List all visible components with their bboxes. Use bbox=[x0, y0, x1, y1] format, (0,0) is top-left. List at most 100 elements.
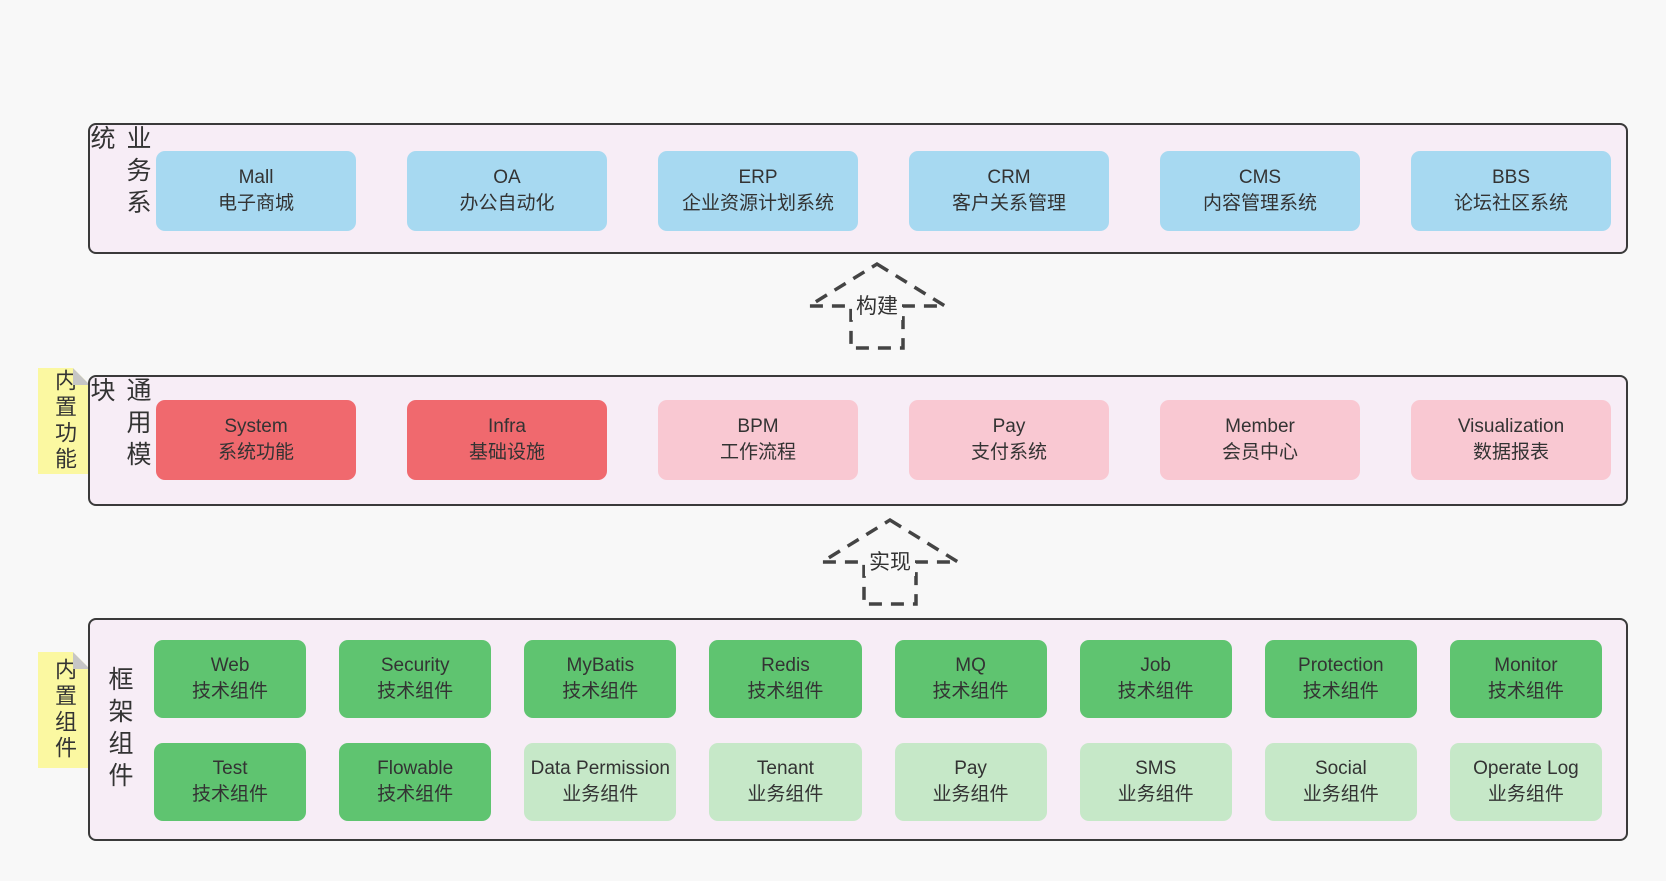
box-title: Security bbox=[380, 654, 450, 676]
box-subtitle: 业务组件 bbox=[1117, 784, 1194, 805]
box-title: Mall bbox=[238, 166, 274, 188]
box-title: Infra bbox=[487, 415, 527, 437]
band-label-common-modules: 通用模块 bbox=[87, 377, 151, 504]
box-subtitle: 业务组件 bbox=[1302, 784, 1379, 805]
box-cms: CMS 内容管理系统 bbox=[1160, 151, 1360, 231]
box-monitor: Monitor 技术组件 bbox=[1449, 640, 1602, 718]
box-title: Protection bbox=[1298, 654, 1384, 676]
box-subtitle: 支付系统 bbox=[970, 442, 1047, 463]
box-title: Pay bbox=[992, 415, 1026, 437]
box-system: System 系统功能 bbox=[156, 400, 356, 480]
box-title: MQ bbox=[955, 654, 986, 676]
box-subtitle: 工作流程 bbox=[719, 442, 796, 463]
box-redis: Redis 技术组件 bbox=[709, 640, 862, 718]
box-subtitle: 技术组件 bbox=[377, 681, 454, 702]
box-title: Tenant bbox=[756, 757, 814, 779]
box-bpm: BPM 工作流程 bbox=[658, 400, 858, 480]
box-title: Social bbox=[1314, 757, 1367, 779]
box-subtitle: 办公自动化 bbox=[459, 193, 555, 214]
box-mall: Mall 电子商城 bbox=[156, 151, 356, 231]
box-subtitle: 业务组件 bbox=[1487, 784, 1564, 805]
box-subtitle: 技术组件 bbox=[562, 681, 639, 702]
box-title: Pay bbox=[954, 757, 987, 779]
box-title: Data Permission bbox=[530, 757, 670, 779]
band-label-text: 业务系统 bbox=[87, 125, 151, 221]
box-tenant: Tenant 业务组件 bbox=[709, 743, 862, 821]
box-subtitle: 论坛社区系统 bbox=[1453, 193, 1568, 214]
box-operate-log: Operate Log 业务组件 bbox=[1449, 743, 1602, 821]
box-pay-system: Pay 支付系统 bbox=[909, 400, 1109, 480]
box-title: Web bbox=[210, 654, 250, 676]
box-title: BBS bbox=[1491, 166, 1531, 188]
band-label-text: 通用模块 bbox=[87, 377, 151, 473]
framework-components-grid: Web 技术组件 Security 技术组件 MyBatis 技术组件 Redi… bbox=[154, 640, 1602, 821]
box-member: Member 会员中心 bbox=[1160, 400, 1360, 480]
box-title: Flowable bbox=[377, 757, 454, 779]
box-subtitle: 内容管理系统 bbox=[1202, 193, 1317, 214]
box-bbs: BBS 论坛社区系统 bbox=[1411, 151, 1611, 231]
box-title: MyBatis bbox=[566, 654, 635, 676]
box-title: Monitor bbox=[1494, 654, 1558, 676]
box-flowable: Flowable 技术组件 bbox=[339, 743, 492, 821]
band-label-text: 框架组件 bbox=[105, 665, 133, 794]
box-web: Web 技术组件 bbox=[154, 640, 307, 718]
sticky-note-built-in-components: 内置组件 bbox=[38, 652, 90, 768]
arrow-implement-label: 实现 bbox=[865, 546, 915, 576]
box-title: ERP bbox=[738, 166, 778, 188]
box-pay-component: Pay 业务组件 bbox=[894, 743, 1047, 821]
box-sms: SMS 业务组件 bbox=[1079, 743, 1232, 821]
box-data-permission: Data Permission 业务组件 bbox=[524, 743, 677, 821]
box-protection: Protection 技术组件 bbox=[1264, 640, 1417, 718]
arrow-build: 构建 bbox=[805, 260, 949, 352]
band-common-modules: 通用模块 System 系统功能 Infra 基础设施 BPM 工作流程 Pay… bbox=[87, 375, 1628, 506]
box-subtitle: 会员中心 bbox=[1221, 442, 1298, 463]
up-block-arrow-icon bbox=[818, 517, 962, 606]
box-subtitle: 技术组件 bbox=[932, 681, 1009, 702]
band-label-framework-components: 框架组件 bbox=[102, 620, 136, 839]
sticky-note-label: 内置组件 bbox=[52, 658, 77, 762]
box-mq: MQ 技术组件 bbox=[894, 640, 1047, 718]
box-title: CRM bbox=[987, 166, 1031, 188]
box-title: Redis bbox=[761, 654, 810, 676]
box-title: BPM bbox=[737, 415, 779, 437]
band-label-business-systems: 业务系统 bbox=[87, 125, 151, 252]
box-subtitle: 技术组件 bbox=[1487, 681, 1564, 702]
box-title: OA bbox=[493, 166, 521, 188]
box-security: Security 技术组件 bbox=[339, 640, 492, 718]
box-subtitle: 数据报表 bbox=[1472, 442, 1549, 463]
box-social: Social 业务组件 bbox=[1264, 743, 1417, 821]
box-subtitle: 业务组件 bbox=[932, 784, 1009, 805]
arrow-implement: 实现 bbox=[818, 516, 962, 608]
box-subtitle: 企业资源计划系统 bbox=[681, 193, 834, 214]
box-title: CMS bbox=[1238, 166, 1282, 188]
common-modules-row: System 系统功能 Infra 基础设施 BPM 工作流程 Pay 支付系统… bbox=[156, 400, 1611, 480]
box-subtitle: 技术组件 bbox=[1117, 681, 1194, 702]
box-subtitle: 基础设施 bbox=[468, 442, 545, 463]
box-job: Job 技术组件 bbox=[1079, 640, 1232, 718]
box-test: Test 技术组件 bbox=[154, 743, 307, 821]
box-subtitle: 系统功能 bbox=[217, 442, 294, 463]
box-subtitle: 技术组件 bbox=[377, 784, 454, 805]
box-subtitle: 电子商城 bbox=[217, 193, 294, 214]
sticky-note-label: 内置功能 bbox=[52, 369, 77, 473]
box-title: Operate Log bbox=[1473, 757, 1579, 779]
box-title: Test bbox=[212, 757, 248, 779]
sticky-note-built-in-features: 内置功能 bbox=[38, 368, 90, 474]
band-business-systems: 业务系统 Mall 电子商城 OA 办公自动化 ERP 企业资源计划系统 CRM… bbox=[87, 123, 1628, 254]
business-systems-row: Mall 电子商城 OA 办公自动化 ERP 企业资源计划系统 CRM 客户关系… bbox=[156, 151, 1611, 231]
box-title: Visualization bbox=[1457, 415, 1565, 437]
box-subtitle: 技术组件 bbox=[1302, 681, 1379, 702]
box-subtitle: 客户关系管理 bbox=[951, 193, 1066, 214]
box-subtitle: 技术组件 bbox=[192, 681, 269, 702]
box-infra: Infra 基础设施 bbox=[407, 400, 607, 480]
box-title: System bbox=[224, 415, 288, 437]
box-subtitle: 技术组件 bbox=[747, 681, 824, 702]
up-block-arrow-icon bbox=[805, 261, 949, 350]
band-framework-components: 框架组件 Web 技术组件 Security 技术组件 MyBatis 技术组件… bbox=[88, 618, 1628, 841]
arrow-build-label: 构建 bbox=[852, 290, 902, 320]
box-erp: ERP 企业资源计划系统 bbox=[658, 151, 858, 231]
box-title: SMS bbox=[1135, 757, 1177, 779]
box-title: Member bbox=[1225, 415, 1295, 437]
box-subtitle: 技术组件 bbox=[192, 784, 269, 805]
